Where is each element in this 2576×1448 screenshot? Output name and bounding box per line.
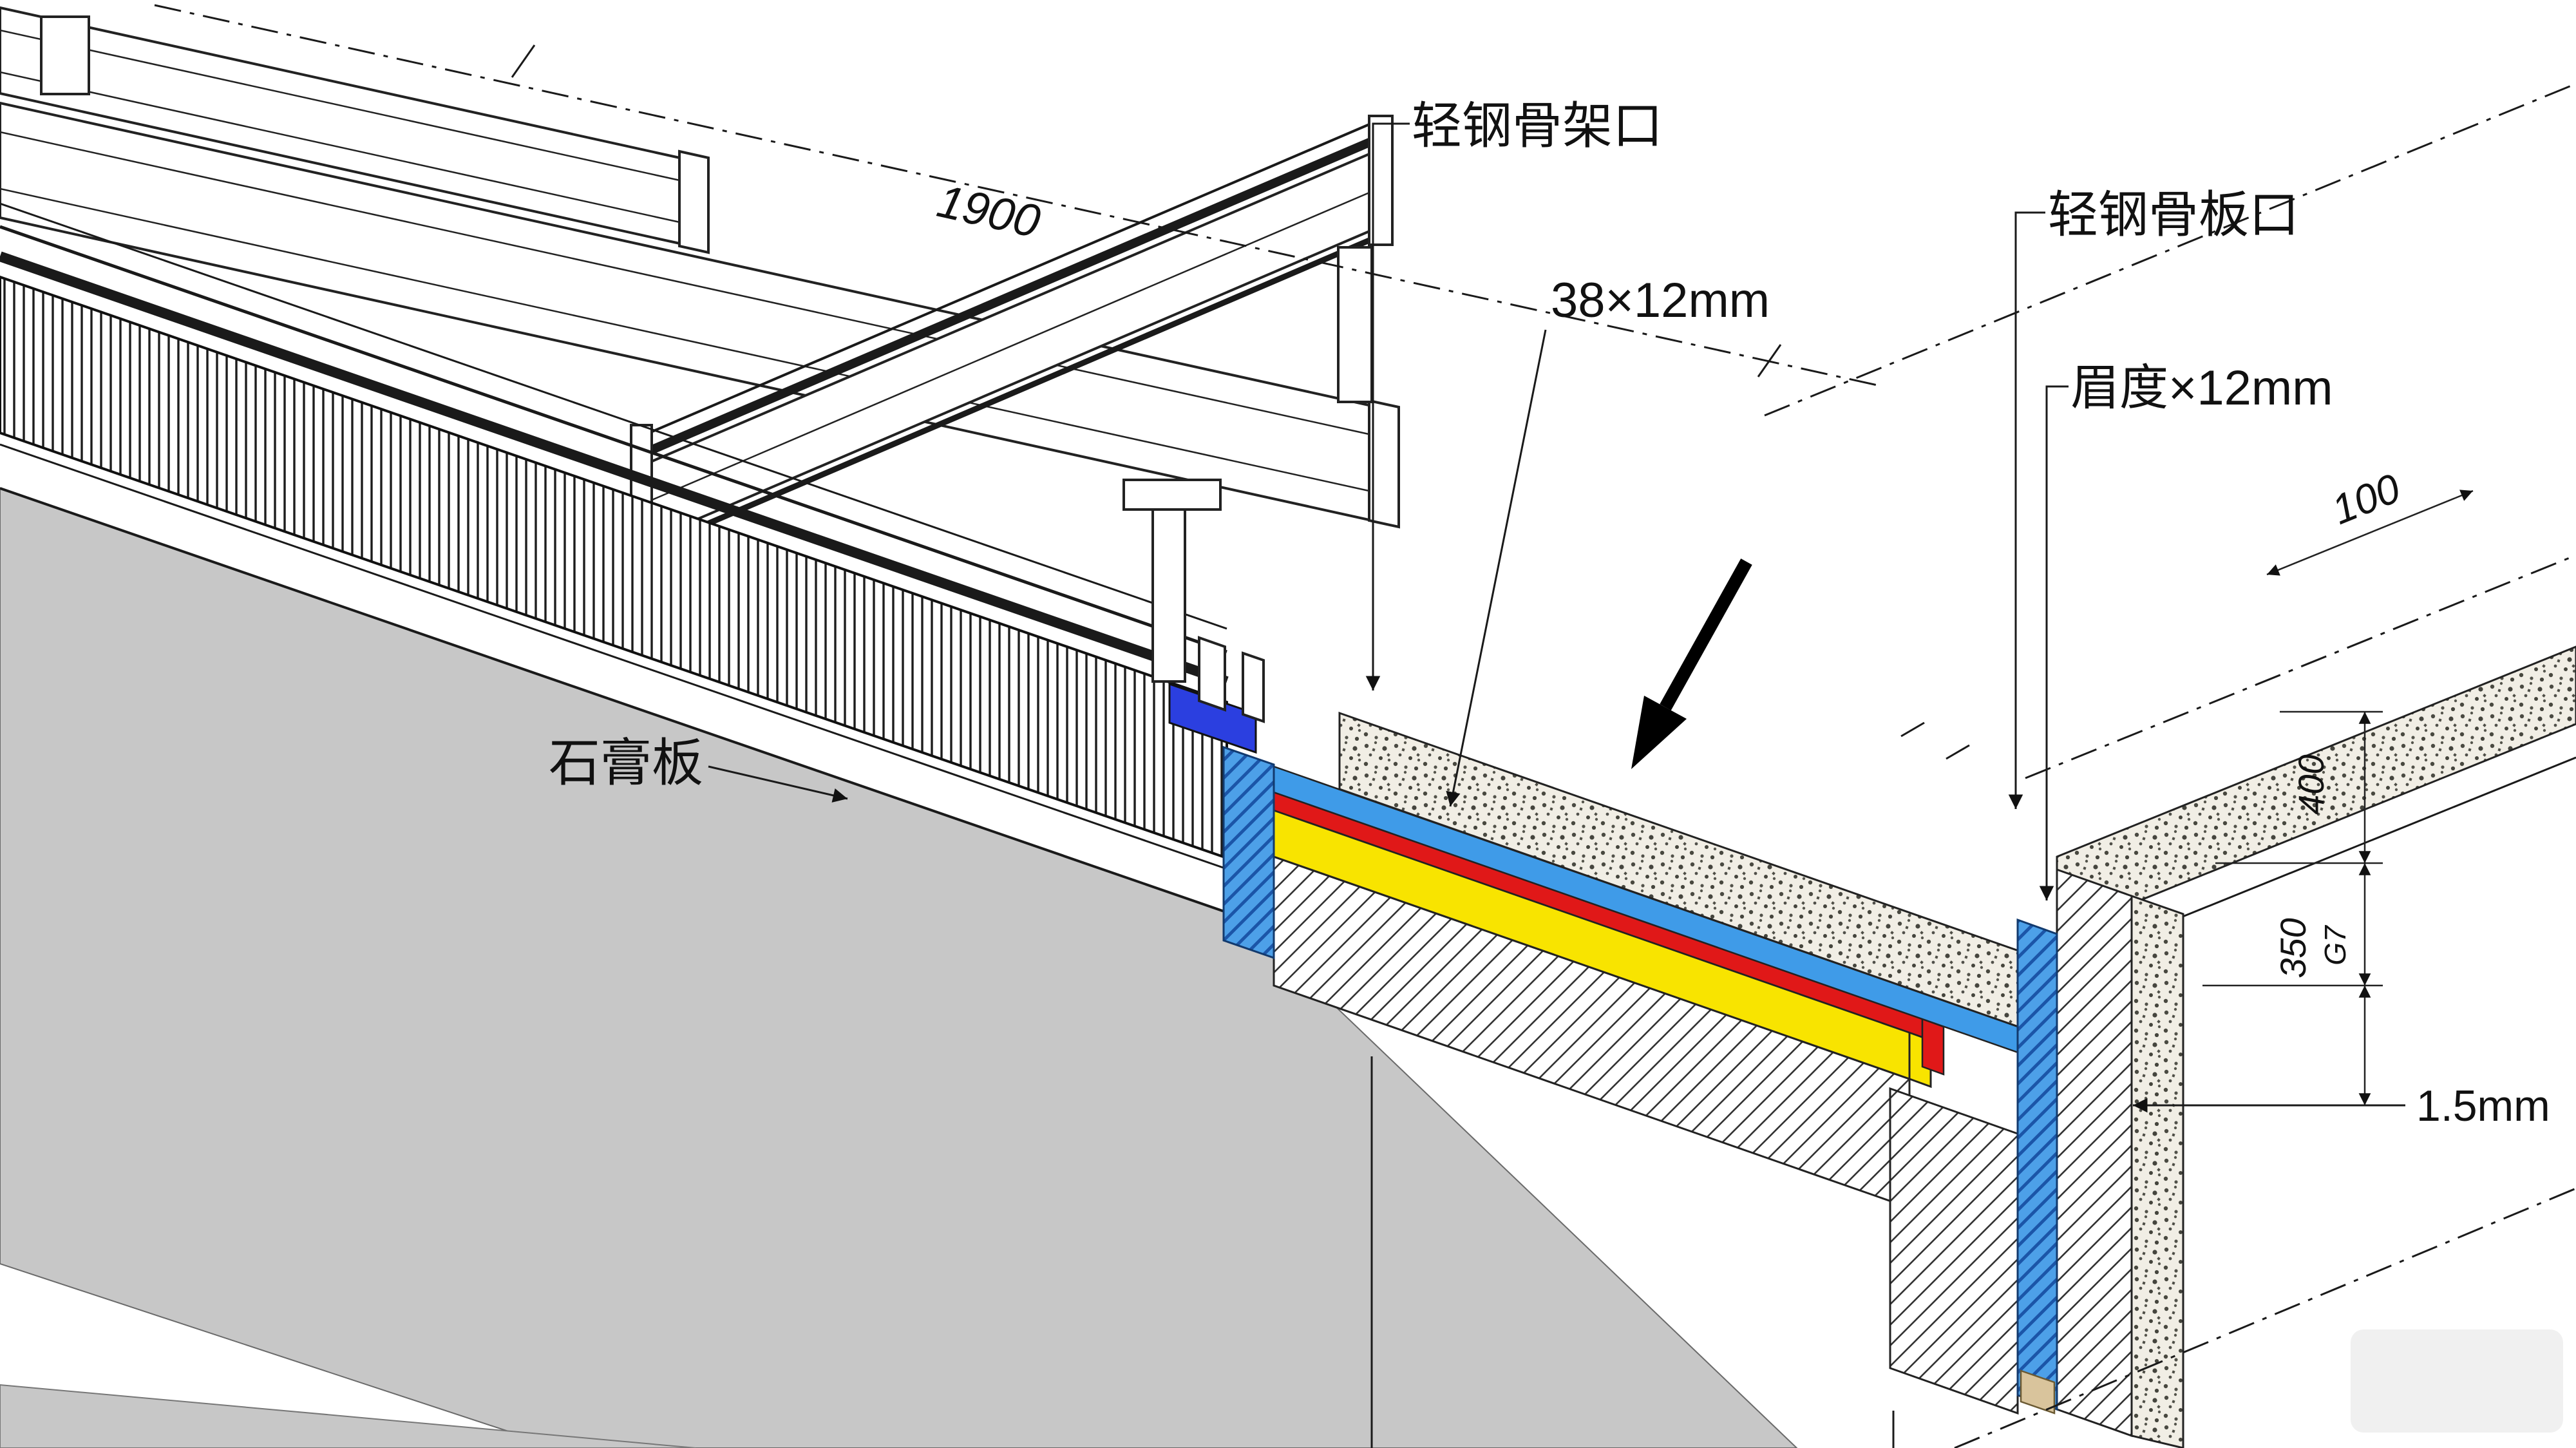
rail-upper-flange-line	[0, 71, 683, 224]
label-board-size: 眉度×12mm	[2070, 361, 2333, 415]
centerline-top	[154, 4, 1878, 386]
steel-channel	[1242, 651, 1265, 723]
label-gypsum: 石膏板	[549, 734, 703, 792]
rail-lower-end-cap	[1368, 399, 1400, 529]
rail-post	[40, 15, 90, 95]
rail-upper-flange-line	[0, 29, 683, 182]
leader-frame-size	[1446, 329, 1547, 807]
centerline-top-right	[1764, 82, 2576, 417]
slab-top-edge-line	[0, 487, 1244, 919]
wall-hatch-strip	[2056, 868, 2133, 1438]
leader-board-size	[2039, 385, 2069, 900]
dim-g7: G7	[2318, 925, 2352, 966]
leader-light-steel-frame	[1365, 122, 1410, 691]
runner-line	[0, 225, 1227, 654]
cross-beam-web-line	[649, 188, 1378, 502]
cross-beam-bottom-flange	[648, 234, 1378, 552]
dim-tick	[511, 44, 536, 78]
hanger-post	[1151, 508, 1186, 683]
wall-blue-board	[2016, 918, 2058, 1411]
cross-beam-top-flange	[647, 135, 1379, 455]
steel-channel	[1198, 636, 1226, 712]
blue-channel-cap	[1168, 682, 1257, 754]
wood-block	[2020, 1369, 2056, 1415]
right-wall-section	[2016, 645, 2576, 1448]
big-arrow-head	[1631, 696, 1687, 769]
label-frame-size: 38×12mm	[1551, 273, 1770, 328]
dim-line-right-span	[2266, 490, 2474, 576]
label-thickness: 1.5mm	[2416, 1081, 2550, 1130]
bulkhead-detail	[1122, 479, 2139, 1415]
lower-slab-surface	[0, 1384, 696, 1448]
dim-tick	[1946, 744, 1970, 760]
fascia-band	[0, 202, 1244, 919]
dim-400: 400	[2291, 754, 2331, 814]
wall-face-stipple	[2130, 894, 2184, 1448]
edge-channel-line	[0, 251, 1229, 687]
dim-tick	[1900, 721, 1925, 738]
rail-upper-end-cap	[678, 149, 710, 254]
centerline-bottom-right	[1954, 1187, 2576, 1448]
dim-350: 350	[2273, 918, 2313, 978]
board-edge-line	[0, 443, 1229, 871]
hanger-bracket	[1122, 479, 1222, 511]
rail-lower-flange-line	[0, 187, 1372, 493]
rail-lower-flange-line	[0, 131, 1372, 436]
label-light-steel-frame: 轻钢骨架口	[1412, 97, 1663, 154]
steel-structure	[0, 6, 1400, 555]
red-layer-end	[1921, 1018, 1945, 1076]
leader-light-steel-board	[2008, 211, 2045, 809]
dim-tick	[1757, 344, 1782, 377]
cross-beam-top-edge	[649, 120, 1378, 434]
label-light-steel-board: 轻钢骨板口	[2048, 186, 2299, 243]
blue-stud	[1222, 745, 1275, 960]
watermark	[2351, 1329, 2563, 1433]
leader-gypsum	[708, 765, 848, 803]
runner-line	[0, 202, 1227, 630]
big-arrow-shaft	[1660, 558, 1752, 710]
big-section-arrow	[1631, 558, 1752, 769]
dimension-annotations: 1900 100 400 350 G7 1.5mm 轻钢骨架口 38×12mm …	[154, 4, 2576, 1448]
wall-beam-section-hatch	[1889, 1087, 2019, 1415]
